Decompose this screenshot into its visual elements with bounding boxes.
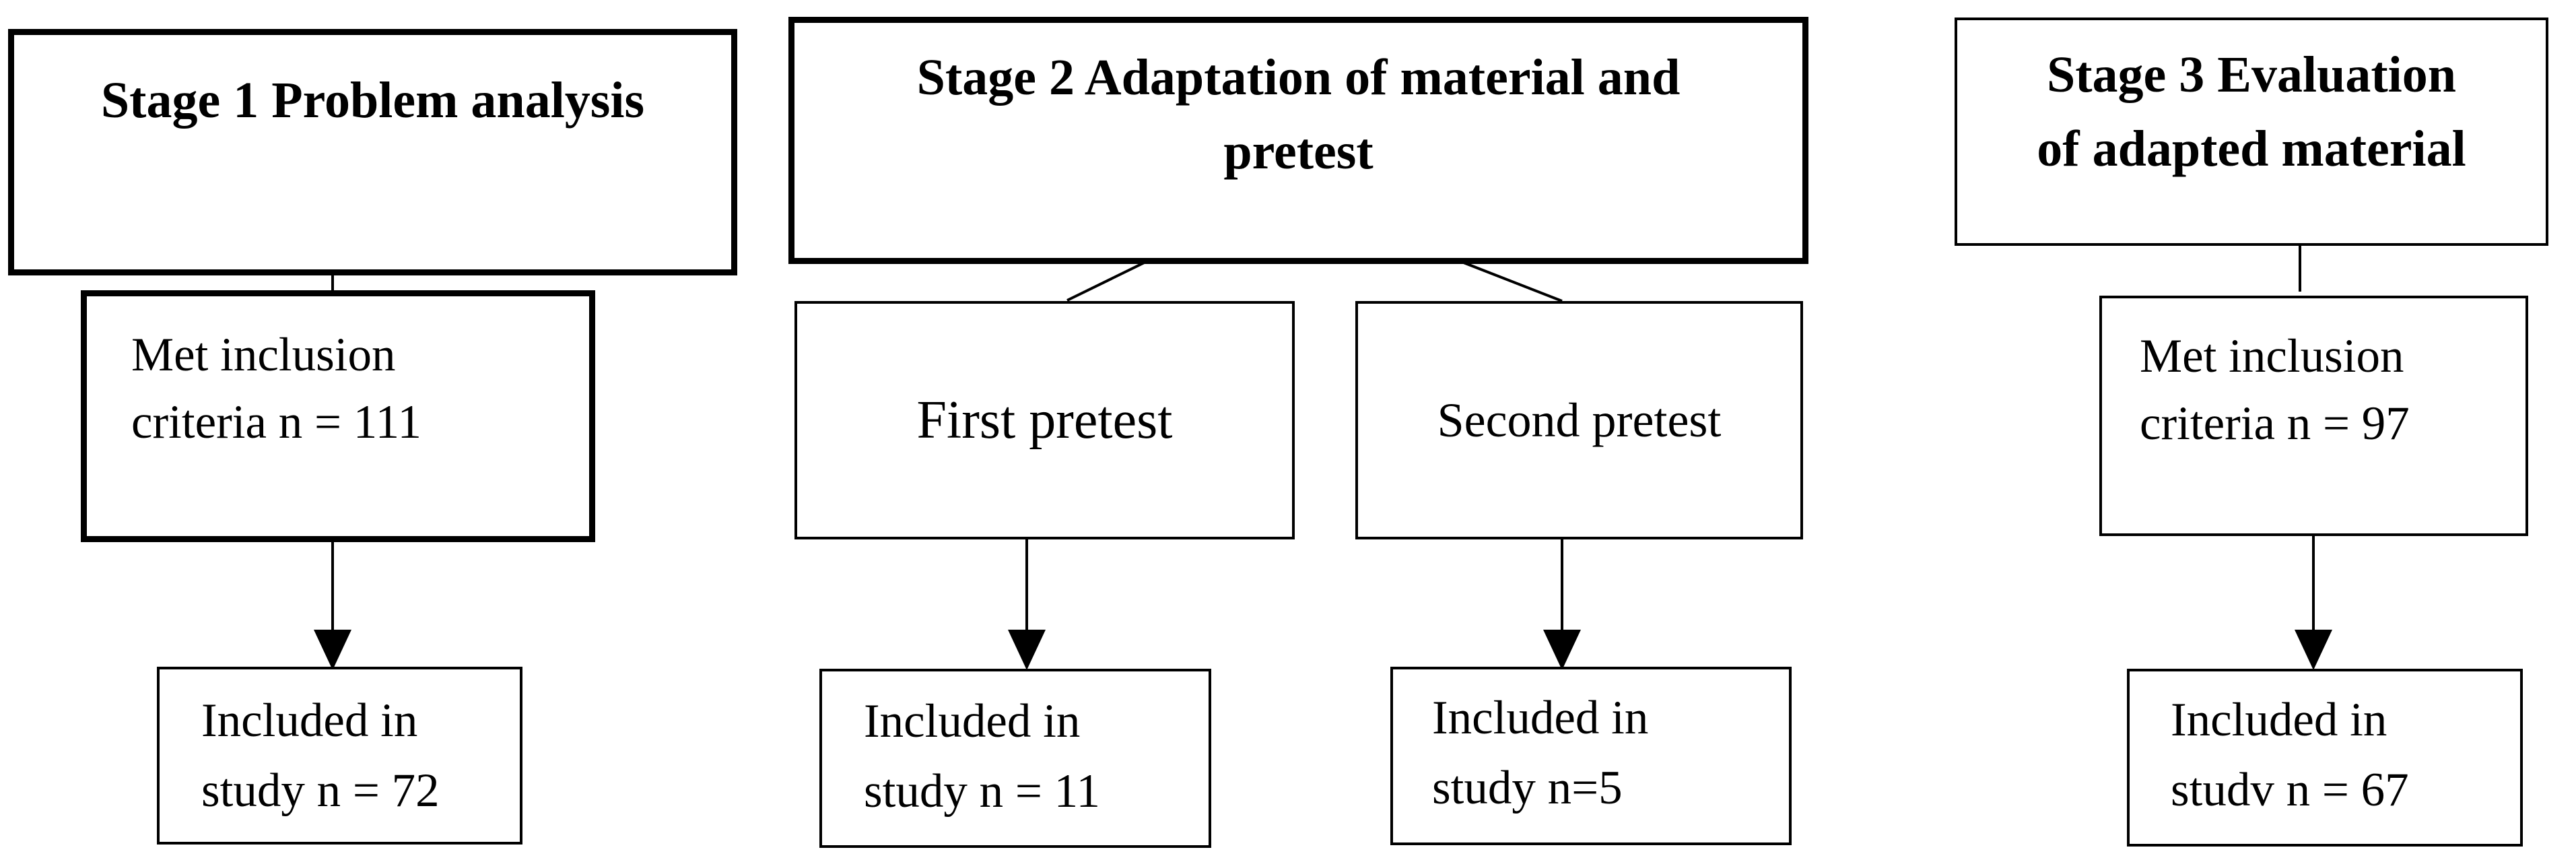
stage3-arrowhead — [2295, 630, 2332, 670]
first-pretest-arrowhead — [1008, 630, 1046, 670]
first-pretest-incl-line2: study n = 11 — [864, 765, 1101, 818]
second-pretest-label: Second pretest — [1437, 393, 1722, 447]
first-pretest-included-box: Included in study n = 11 — [819, 669, 1211, 848]
first-pretest-label: First pretest — [916, 391, 1173, 450]
stage1-met-line1: Met inclusion — [131, 329, 396, 381]
stage1-incl-line1: Included in — [201, 694, 418, 747]
stage1-box: Stage 1 Problem analysis — [8, 29, 737, 275]
stage1-incl-line2: study n = 72 — [201, 764, 440, 817]
stage1-title: Stage 1 Problem analysis — [100, 72, 645, 129]
stage1-arrowhead — [314, 630, 351, 670]
stage3-incl-line2: studv n = 67 — [2171, 764, 2409, 816]
second-pretest-incl-line1: Included in — [1432, 692, 1649, 744]
stage3-met-line2: criteria n = 97 — [2140, 397, 2410, 450]
stage2-box: Stage 2 Adaptation of material and prete… — [788, 17, 1808, 264]
stage3-incl-line1: Included in — [2171, 694, 2387, 746]
stage1-met-criteria-box: Met inclusion criteria n = 111 — [81, 290, 595, 542]
stage1-included-box: Included in study n = 72 — [157, 667, 522, 845]
stage3-title-line2: of adapted material — [2037, 121, 2466, 177]
second-pretest-incl-line2: study n=5 — [1432, 762, 1623, 814]
first-pretest-incl-line1: Included in — [864, 695, 1081, 748]
stage2-title-line2: pretest — [1223, 123, 1374, 180]
first-pretest-box: First pretest — [794, 301, 1295, 539]
second-pretest-included-box: Included in study n=5 — [1390, 667, 1792, 845]
stage3-box: Stage 3 Evaluation of adapted material — [1955, 18, 2548, 246]
stage3-title-line1: Stage 3 Evaluation — [2046, 46, 2457, 103]
stage3-included-box: Included in studv n = 67 — [2127, 669, 2523, 847]
stage3-met-line1: Met inclusion — [2140, 330, 2404, 383]
stage2-title-line1: Stage 2 Adaptation of material and — [916, 49, 1681, 106]
stage3-met-criteria-box: Met inclusion criteria n = 97 — [2099, 296, 2528, 536]
stage1-met-line2: criteria n = 111 — [131, 396, 422, 449]
second-pretest-arrowhead — [1543, 630, 1581, 670]
second-pretest-box: Second pretest — [1355, 301, 1803, 539]
